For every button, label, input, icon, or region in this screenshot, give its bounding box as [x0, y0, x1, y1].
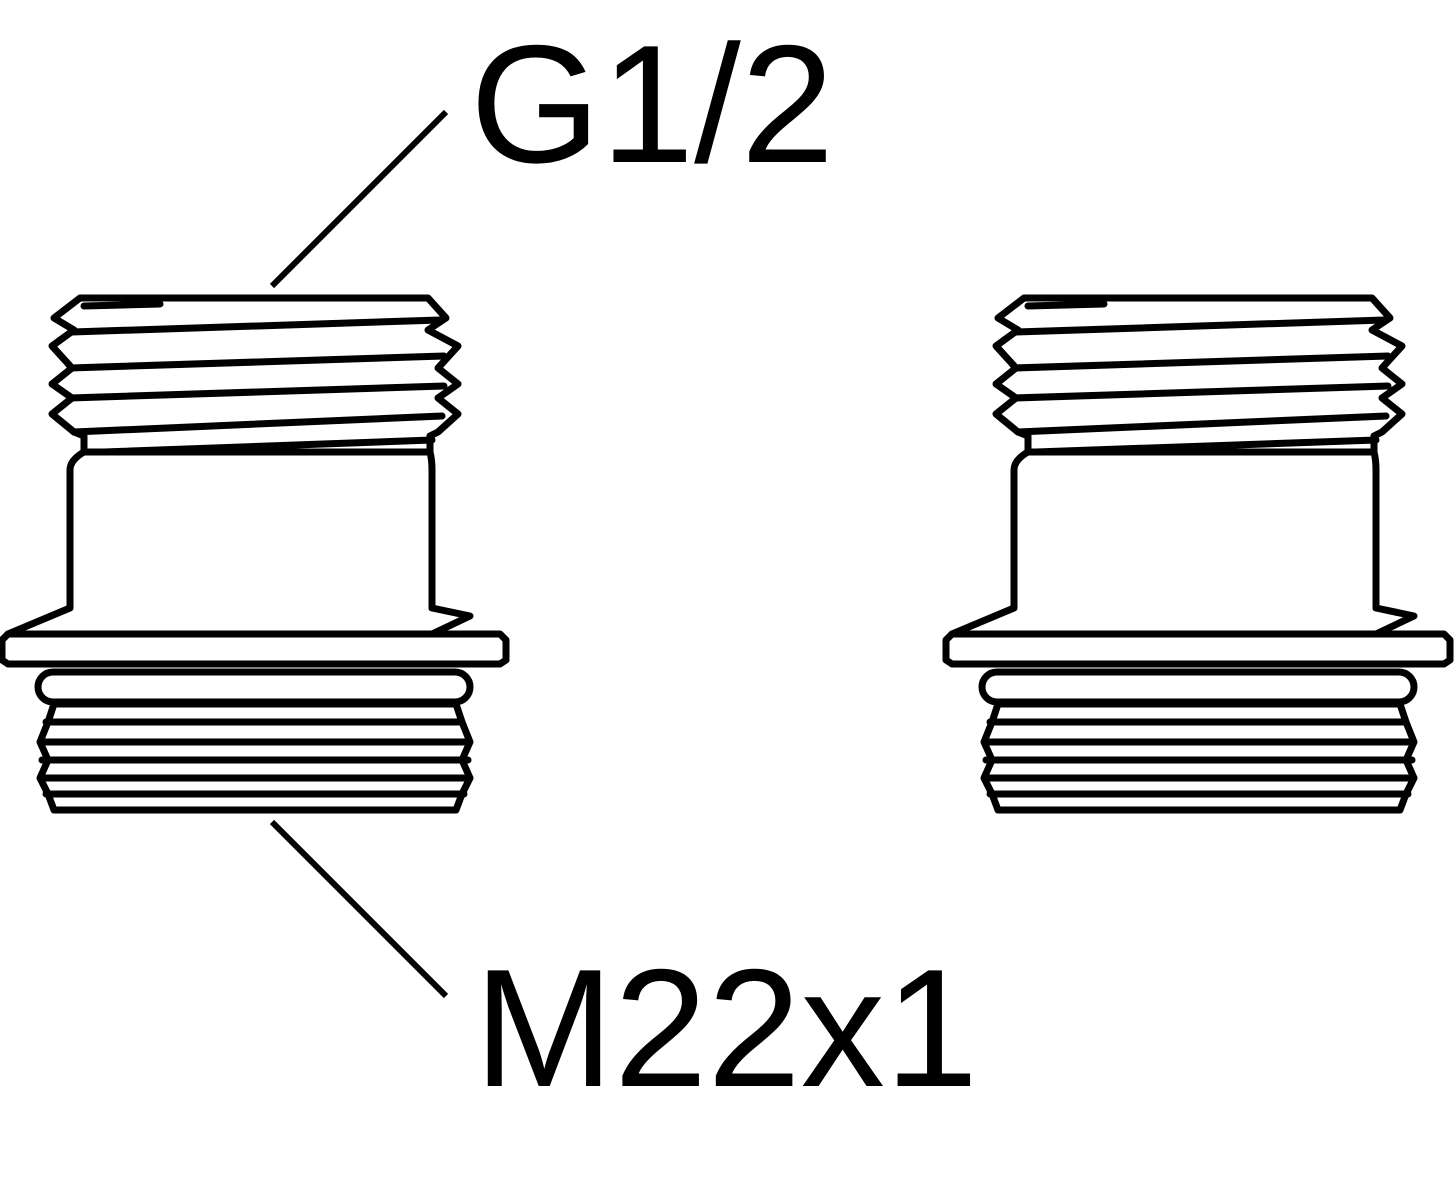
right-body: [948, 448, 1418, 638]
left-g-thread-line: [70, 412, 446, 436]
left-g-thread-line: [66, 382, 448, 402]
left-adapter: [0, 294, 510, 814]
right-g-thread-line: [1010, 352, 1392, 372]
label-g-thread: G1/2: [470, 10, 835, 198]
label-m-thread: M22x1: [474, 934, 979, 1122]
right-g-thread-line: [1014, 412, 1390, 436]
right-flange: [942, 630, 1454, 668]
leader-line-top: [269, 109, 449, 289]
left-flange: [0, 630, 510, 668]
right-o-ring: [978, 668, 1418, 706]
left-body: [4, 448, 474, 638]
left-g-thread-line: [66, 352, 448, 372]
leader-line-bottom: [269, 819, 449, 999]
right-g-thread-line: [1012, 316, 1388, 336]
left-g-thread-line: [80, 300, 164, 310]
right-g-thread-line: [1024, 300, 1108, 310]
left-o-ring: [34, 668, 474, 706]
left-g-thread-line: [68, 316, 444, 336]
right-adapter: [942, 294, 1454, 814]
right-g-thread-line: [1010, 382, 1392, 402]
